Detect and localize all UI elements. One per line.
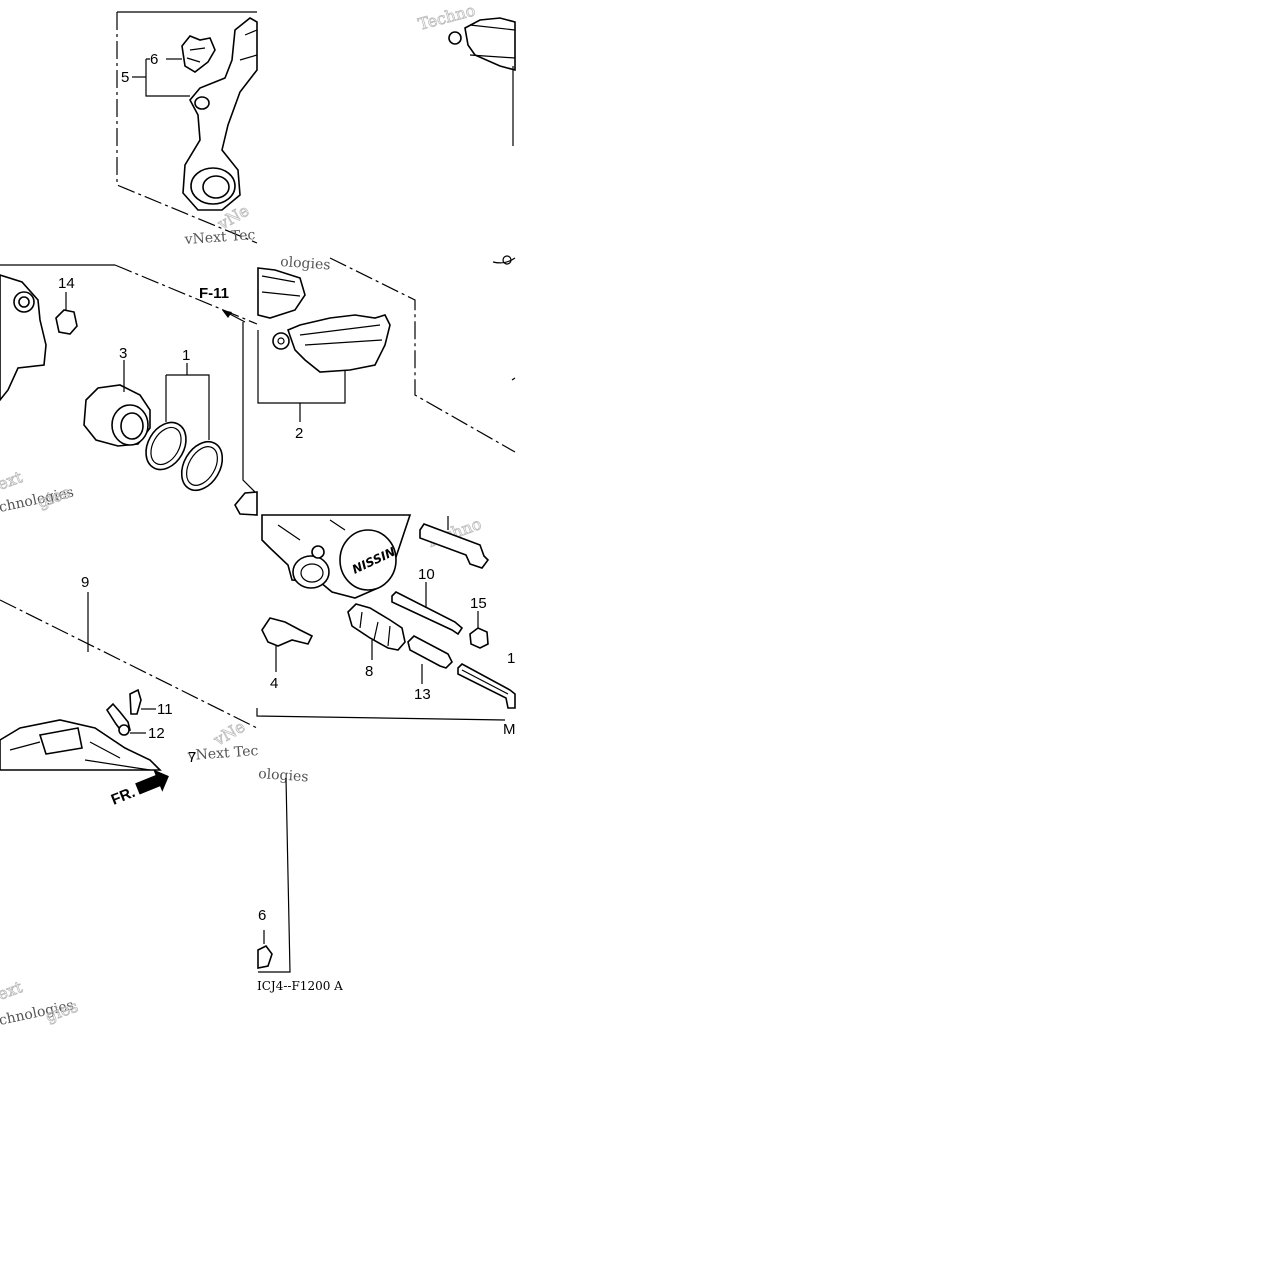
reference-f11: F-11	[199, 285, 229, 302]
tile-bracket: 6 5 vNext Tec vNe	[116, 11, 258, 248]
callout-2: 2	[295, 425, 303, 442]
watermark-text: gies	[35, 483, 73, 512]
watermark-text: gies	[43, 997, 81, 1026]
tile-pads-top: Techno	[416, 0, 516, 146]
pin-cap-part	[469, 627, 489, 649]
tile-piston: 14 3 1 ext chnologies gies	[0, 264, 258, 516]
callout-13: 13	[414, 686, 431, 703]
caliper-bracket-part	[182, 17, 258, 211]
watermark-text: vNext Tec	[186, 743, 259, 764]
pin-bolt-part	[419, 523, 490, 569]
brake-pad-front-part	[286, 314, 391, 373]
callout-1-cut: 1	[507, 650, 515, 667]
callout-15: 15	[470, 595, 487, 612]
callout-14: 14	[58, 275, 75, 292]
pad-spring-clip-part	[181, 35, 216, 73]
arrow-icon	[222, 310, 232, 318]
callout-10: 10	[418, 566, 435, 583]
tile-caliper-assembly: 9 11 12 FR. vNext Tec vNe	[0, 574, 259, 809]
callout-4: 4	[270, 675, 278, 692]
pin-sleeve-part	[407, 635, 453, 669]
watermark-text: ext	[0, 467, 25, 494]
tile-slide-pins: Techno NISSIN 10 15 8 4 13	[256, 514, 516, 738]
watermark-text: ologies	[258, 766, 309, 785]
callout-1: 1	[182, 347, 190, 364]
callout-7: 7	[188, 749, 196, 766]
bleed-cap-part	[55, 309, 78, 335]
diagram-code: ICJ4--F1200 A	[257, 979, 343, 993]
callout-12: 12	[148, 725, 165, 742]
tile-bottom: ologies 7 6 ICJ4--F1200 A ext chnologies…	[0, 749, 343, 1029]
callout-8: 8	[365, 663, 373, 680]
edge-label: M	[503, 721, 516, 738]
callout-6: 6	[150, 51, 158, 68]
watermark-text: vNext Tec	[183, 227, 256, 248]
slide-pin-part	[391, 591, 464, 636]
small-clip-part	[257, 944, 273, 969]
callout-3: 3	[119, 345, 127, 362]
callout-9: 9	[81, 574, 89, 591]
brake-pad-back-part	[257, 267, 306, 319]
watermark-text: ext	[0, 977, 25, 1004]
caliper-body-fragment	[0, 274, 47, 402]
watermark-text: ologies	[280, 254, 331, 273]
callout-11: 11	[157, 701, 173, 718]
long-pin-bolt-part	[457, 663, 516, 709]
callout-5: 5	[121, 69, 129, 86]
bleed-screw-part	[129, 688, 142, 715]
callout-6-bottom: 6	[258, 907, 266, 924]
front-direction-indicator: FR.	[109, 769, 169, 809]
pad-retainer-part	[261, 617, 314, 647]
svg-text:FR.: FR.	[109, 784, 138, 809]
tile-pads: ologies 2 F-11	[199, 254, 516, 453]
